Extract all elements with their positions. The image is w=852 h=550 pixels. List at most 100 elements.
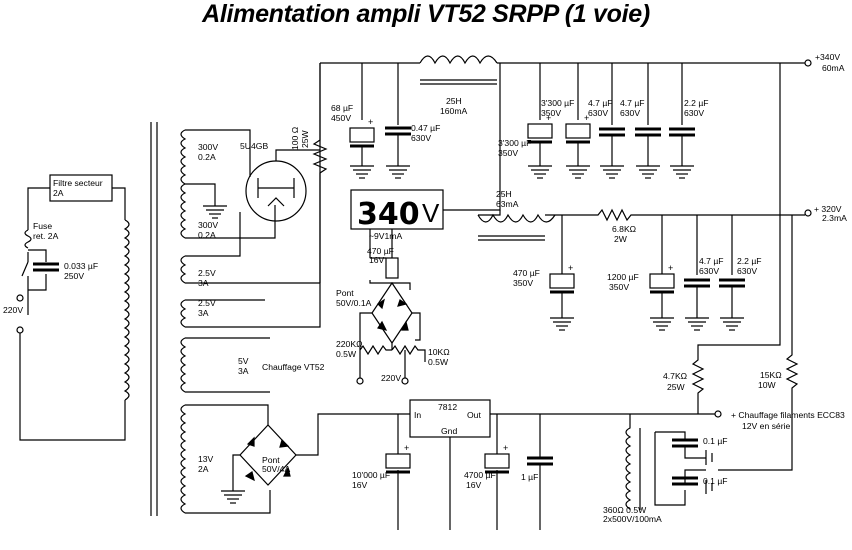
cap-22uf-b: 2.2 µF	[737, 256, 762, 266]
filament-winding-b-current: 3A	[198, 308, 209, 318]
ct-resistor-value: 360Ω 0.5W	[603, 505, 647, 515]
resistor-68k-power: 2W	[614, 234, 628, 244]
output-320v-current: 2.3mA	[822, 213, 847, 223]
resistor-68k: 6.8KΩ	[612, 224, 637, 234]
meter-input-voltage: 220V	[381, 373, 401, 383]
cap-01uf-a: 0.1 µF	[703, 436, 728, 446]
mains-filter-rating: 2A	[53, 188, 64, 198]
cap-3300uf-b-voltage: 350V	[498, 148, 518, 158]
cap-4700uf-voltage: 16V	[466, 480, 482, 490]
meter-cap-470uf-voltage: 16V	[369, 255, 385, 265]
meter-resistor-10k: 10KΩ	[428, 347, 450, 357]
cap-047uf: 0.47 µF	[411, 123, 440, 133]
cap-22uf-b-voltage: 630V	[737, 266, 757, 276]
bleeder-resistors: 4.7KΩ 25W 15KΩ 10W	[663, 63, 799, 471]
lv-winding: 13V	[198, 454, 214, 464]
cap-10000uf-voltage: 16V	[352, 480, 368, 490]
lv-bridge-rating: 50V/4A	[262, 464, 290, 474]
stage-320v: 25H 63mA 6.8KΩ 2W 470 µF 350V 1200 µF 35…	[477, 189, 847, 331]
filament-winding-a-current: 3A	[198, 278, 209, 288]
meter-resistor-220k: 220KΩ	[336, 339, 363, 349]
hv-rail: 68 µF 450V 0.47 µF 630V 25H 160mA 3'300 …	[320, 52, 845, 179]
cap-22uf-voltage: 630V	[684, 108, 704, 118]
meter-bridge-label: Pont	[336, 288, 354, 298]
bleeder-15k-power: 10W	[758, 380, 777, 390]
page-title: Alimentation ampli VT52 SRPP (1 voie)	[202, 0, 650, 28]
cap-47uf-a-voltage: 630V	[588, 108, 608, 118]
mains-section: Filtre secteur 2A Fuse ret. 2A 0.033 µF …	[3, 174, 126, 441]
cap-47uf-c: 4.7 µF	[699, 256, 724, 266]
choke-2	[477, 213, 556, 223]
bleeder-47k-power: 25W	[667, 382, 686, 392]
cap-1200uf-voltage: 350V	[609, 282, 629, 292]
choke-2-inductance: 25H	[496, 189, 512, 199]
resistor-100-value: 100 Ω	[290, 126, 300, 150]
lv-bridge-label: Pont	[262, 455, 280, 465]
regulator-gnd: Gnd	[441, 426, 457, 436]
vt52-heater-winding: 5V	[238, 356, 249, 366]
voltmeter-unit: V	[422, 198, 440, 228]
hv-winding-a: 300V	[198, 142, 218, 152]
output-340v: +340V	[815, 52, 840, 62]
cap-470uf-350v: 470 µF	[513, 268, 540, 278]
resistor-100-ohm: 100 Ω 25W	[290, 63, 328, 283]
regulator-name: 7812	[438, 402, 457, 412]
rectifier-type: 5U4GB	[240, 141, 268, 151]
output-340v-current: 60mA	[822, 63, 845, 73]
lv-winding-current: 2A	[198, 464, 209, 474]
filament-winding-b: 2.5V	[198, 298, 216, 308]
cap-47uf-a: 4.7 µF	[588, 98, 613, 108]
meter-bridge	[371, 281, 413, 345]
meter-resistor-220k-power: 0.5W	[336, 349, 357, 359]
voltmeter-reading: 340	[357, 197, 420, 232]
output-heater: + Chauffage filaments ECC83	[731, 410, 845, 420]
meter-cap-470uf: 470 µF	[367, 246, 394, 256]
fuse-switch	[21, 229, 32, 315]
cap-47uf-b-voltage: 630V	[620, 108, 640, 118]
output-320v: + 320V	[814, 204, 842, 214]
mains-cap-value: 0.033 µF	[64, 261, 98, 271]
output-heater-voltage: 12V en série	[742, 421, 790, 431]
choke-1	[419, 55, 498, 65]
cap-1200uf: 1200 µF	[607, 272, 639, 282]
cap-22uf: 2.2 µF	[684, 98, 709, 108]
vt52-heater-label: Chauffage VT52	[262, 362, 325, 372]
bleeder-15k: 15KΩ	[760, 370, 782, 380]
bleeder-47k: 4.7KΩ	[663, 371, 688, 381]
voltmeter: 340 V ~9V1mA 470 µF 16V Pont 50V/0.1A 22…	[336, 63, 501, 385]
low-voltage-supply: Pont 50V/4A 7812 In Out Gnd 10'000 µF 16…	[220, 399, 845, 530]
hv-winding-a-current: 0.2A	[198, 152, 216, 162]
cap-47uf-c-voltage: 630V	[699, 266, 719, 276]
power-transformer: 300V 0.2A 300V 0.2A 2.5V 3A 2.5V 3A 5V 3…	[123, 63, 325, 516]
meter-bridge-rating: 50V/0.1A	[336, 298, 372, 308]
meter-resistor-10k-power: 0.5W	[428, 357, 449, 367]
mains-cap-voltage: 250V	[64, 271, 84, 281]
regulator-in: In	[414, 410, 421, 420]
cap-047uf-voltage: 630V	[411, 133, 431, 143]
cap-47uf-b: 4.7 µF	[620, 98, 645, 108]
cap-4700uf: 4700 µF	[464, 470, 496, 480]
regulator-out: Out	[467, 410, 481, 420]
vt52-heater-current: 3A	[238, 366, 249, 376]
choke-1-current: 160mA	[440, 106, 467, 116]
rectifier-tube: 5U4GB	[240, 141, 320, 222]
voltmeter-supply-label: ~9V1mA	[369, 231, 402, 241]
fuse-rating: ret. 2A	[33, 231, 59, 241]
choke-2-current: 63mA	[496, 199, 519, 209]
cap-01uf-b: 0.1 µF	[703, 476, 728, 486]
cap-3300uf-a-voltage: 350V	[541, 108, 561, 118]
cap-3300uf-b: 3'300 µF	[498, 138, 531, 148]
cap-10000uf: 10'000 µF	[352, 470, 390, 480]
hv-winding-b: 300V	[198, 220, 218, 230]
cap-68uf-voltage: 450V	[331, 113, 351, 123]
cap-68uf: 68 µF	[331, 103, 353, 113]
mains-voltage: 220V	[3, 305, 23, 315]
cap-1uf: 1 µF	[521, 472, 538, 482]
filament-winding-a: 2.5V	[198, 268, 216, 278]
ct-resistor-rating: 2x500V/100mA	[603, 514, 662, 524]
hv-winding-b-current: 0.2A	[198, 230, 216, 240]
resistor-100-power: 25W	[300, 129, 310, 148]
cap-470uf-350v-voltage: 350V	[513, 278, 533, 288]
heater-ct-resistor	[625, 414, 632, 510]
